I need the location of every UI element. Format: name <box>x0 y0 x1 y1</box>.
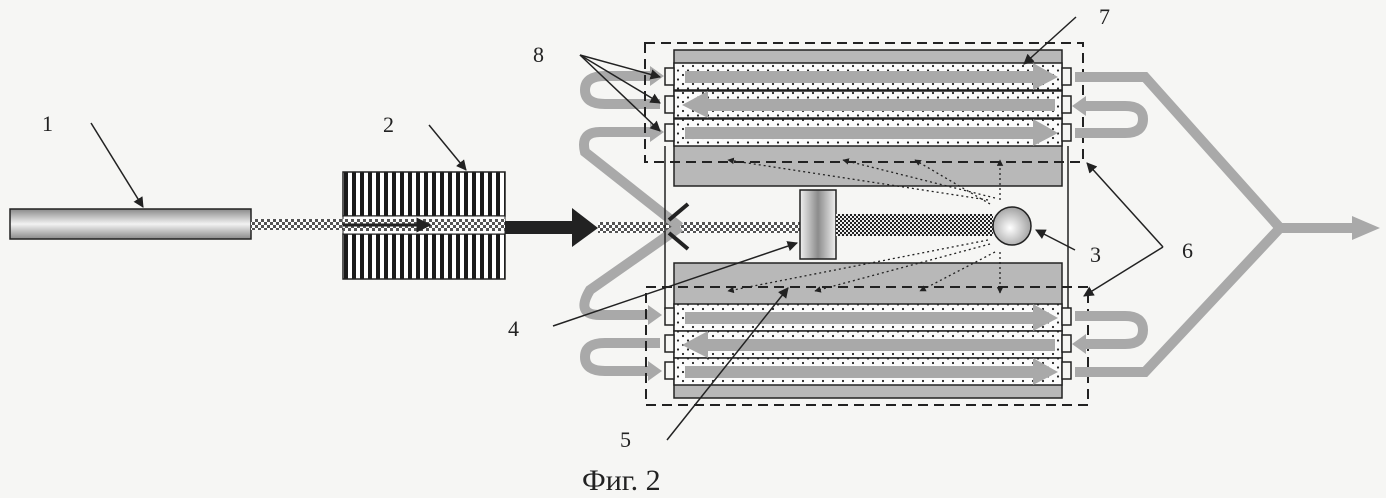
amplified-beam-arrow <box>505 208 598 247</box>
laser-beam-2 <box>598 222 800 233</box>
label-3: 3 <box>1090 242 1101 267</box>
output-arrowhead <box>1352 216 1380 240</box>
flow-lines-left <box>579 71 684 376</box>
upper-module <box>664 49 1072 187</box>
figure-caption: Фиг. 2 <box>582 464 661 497</box>
laser-beam-1 <box>251 219 343 230</box>
amplifier-block <box>342 171 506 280</box>
radiation-rays <box>727 157 1004 294</box>
label-1: 1 <box>42 111 53 136</box>
label-6: 6 <box>1182 238 1193 263</box>
laser-rod <box>9 208 252 240</box>
lower-module <box>664 262 1072 399</box>
target <box>799 189 837 260</box>
leader-lines <box>90 16 1164 441</box>
flow-arrowheads-right <box>1072 96 1380 354</box>
label-4: 4 <box>508 316 519 341</box>
mirror <box>667 202 690 251</box>
label-7: 7 <box>1099 4 1110 29</box>
label-2: 2 <box>383 112 394 137</box>
flow-lines-right <box>1075 72 1358 377</box>
label-5: 5 <box>620 427 631 452</box>
focused-beam <box>836 214 993 236</box>
plasma-sphere <box>992 206 1032 246</box>
label-8: 8 <box>533 42 544 67</box>
